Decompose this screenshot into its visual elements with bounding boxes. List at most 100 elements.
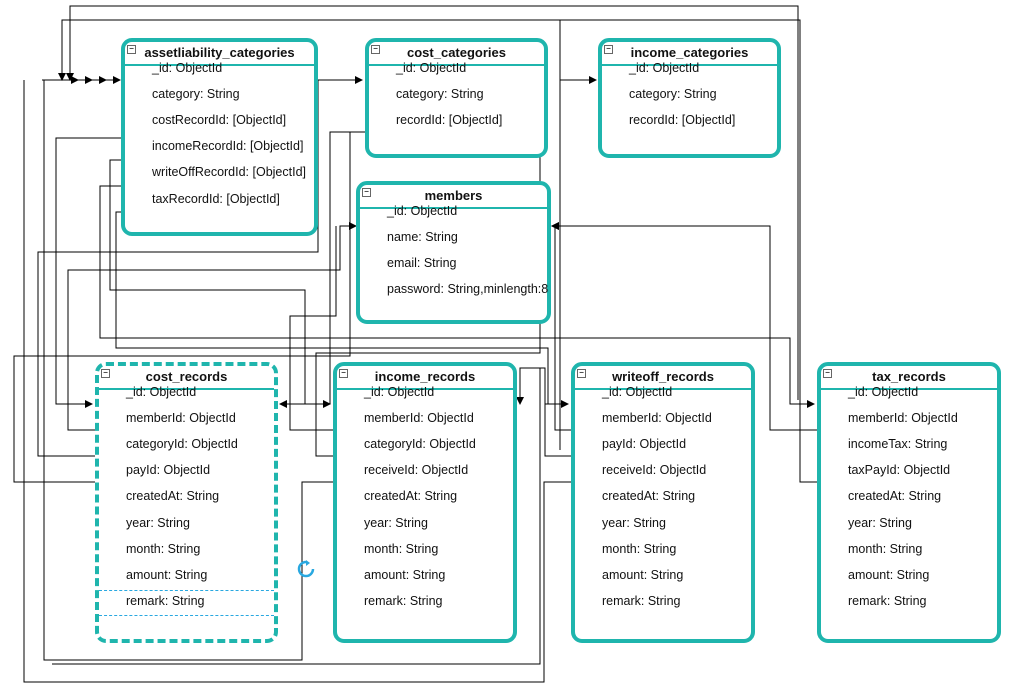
entity-field[interactable]: memberId: ObjectId	[602, 411, 712, 426]
entity-field[interactable]: receiveId: ObjectId	[364, 463, 469, 478]
entity-field[interactable]: _id: ObjectId	[364, 385, 435, 399]
minus-box-icon[interactable]: −	[127, 45, 136, 54]
connector-writeoff-receive[interactable]	[23, 80, 572, 683]
entity-cost-categories[interactable]: − cost_categories_id: ObjectId category: S…	[365, 38, 548, 158]
entity-field[interactable]: amount: String	[126, 567, 208, 582]
entity-title: tax_records	[872, 369, 946, 384]
entity-field[interactable]: taxPayId: ObjectId	[848, 463, 951, 478]
entity-income-records[interactable]: −income_records_id: ObjectId memberId: Ob…	[333, 362, 517, 643]
connector-members-cost[interactable]	[67, 222, 357, 431]
entity-field[interactable]: remark: String	[848, 593, 927, 608]
entity-field[interactable]: remark: String	[364, 593, 443, 608]
connector-income-receive[interactable]	[43, 80, 334, 661]
entity-field[interactable]: createdAt: String	[126, 489, 220, 504]
entity-field[interactable]: year: String	[364, 515, 428, 530]
entity-writeoff-records[interactable]: − writeoff_records_id: ObjectId memberId: …	[571, 362, 755, 643]
entity-field[interactable]: _id: ObjectId	[602, 385, 673, 399]
entity-field[interactable]: costRecordId: [ObjectId]	[152, 113, 287, 128]
entity-field[interactable]: incomeTax: String	[848, 437, 948, 452]
entity-field[interactable]: payId: ObjectId	[126, 463, 211, 478]
entity-field[interactable]: _id: ObjectId	[396, 61, 467, 75]
entity-title: writeoff_records	[612, 369, 714, 384]
minus-box-icon[interactable]: −	[371, 45, 380, 54]
minus-box-icon[interactable]: −	[604, 45, 613, 54]
entity-field[interactable]: name: String	[387, 230, 458, 245]
entity-field[interactable]: category: String	[629, 87, 717, 102]
minus-box-icon[interactable]: −	[362, 188, 371, 197]
entity-field[interactable]: createdAt: String	[364, 489, 458, 504]
minus-box-icon[interactable]: −	[339, 369, 348, 378]
entity-income-categories[interactable]: −income_categories_id: ObjectId category:…	[598, 38, 781, 158]
entity-cost-records[interactable]: − cost_records_id: ObjectId memberId: Obje…	[95, 362, 278, 643]
entity-field[interactable]: year: String	[848, 515, 912, 530]
entity-field[interactable]: month: String	[848, 541, 923, 556]
entity-field[interactable]: remark: String	[602, 593, 681, 608]
connector-cost-category[interactable]	[37, 80, 319, 457]
entity-field[interactable]: taxRecordId: [ObjectId]	[152, 191, 280, 206]
entity-field[interactable]: category: String	[152, 87, 240, 102]
minus-box-icon[interactable]: −	[577, 369, 586, 378]
connector-writeoff-return[interactable]	[52, 368, 541, 665]
entity-field[interactable]: amount: String	[602, 567, 684, 582]
entity-field[interactable]: month: String	[364, 541, 439, 556]
connector-members-income[interactable]	[289, 226, 337, 431]
entity-field[interactable]: categoryId: ObjectId	[364, 437, 476, 452]
entity-field[interactable]: month: String	[602, 541, 677, 556]
entity-header[interactable]: − tax_records	[821, 366, 997, 390]
connector-writeoff-pay[interactable]	[516, 367, 572, 457]
entity-header[interactable]: −members	[360, 185, 547, 209]
connector-taxrecordid[interactable]	[115, 211, 569, 408]
connector-costrecordid[interactable]	[55, 137, 122, 408]
entity-field[interactable]: memberId: ObjectId	[126, 411, 236, 426]
entity-field[interactable]: memberId: ObjectId	[848, 411, 958, 426]
entity-field[interactable]: categoryId: ObjectId	[126, 437, 238, 452]
entity-header[interactable]: − cost_records	[99, 366, 274, 390]
entity-field[interactable]: year: String	[126, 515, 190, 530]
entity-field[interactable]: receiveId: ObjectId	[602, 463, 707, 478]
entity-field[interactable]: payId: ObjectId	[602, 437, 687, 452]
entity-field[interactable]: year: String	[602, 515, 666, 530]
entity-field[interactable]: month: String	[126, 541, 201, 556]
entity-field[interactable]: _id: ObjectId	[152, 61, 223, 75]
entity-header[interactable]: −assetliability_categories	[125, 42, 314, 66]
entity-header[interactable]: − cost_categories	[369, 42, 544, 66]
entity-field[interactable]: createdAt: String	[602, 489, 696, 504]
entity-assetliability[interactable]: −assetliability_categories_id: ObjectId c…	[121, 38, 318, 236]
entity-field[interactable]: _id: ObjectId	[387, 204, 458, 218]
entity-field[interactable]: recordId: [ObjectId]	[629, 113, 736, 128]
entity-members[interactable]: −members_id: ObjectId name: String email: …	[356, 181, 551, 324]
selected-row-highlight	[99, 589, 274, 616]
connector-cost-payid[interactable]	[13, 132, 351, 483]
entity-field[interactable]: incomeRecordId: [ObjectId]	[152, 139, 304, 154]
entity-field[interactable]: createdAt: String	[848, 489, 942, 504]
entity-tax-records[interactable]: − tax_records_id: ObjectId memberId: Objec…	[817, 362, 1001, 643]
minus-box-icon[interactable]: −	[823, 369, 832, 378]
entity-title: cost_records	[145, 369, 228, 384]
connector-incomerecordid[interactable]	[109, 159, 331, 408]
entity-field[interactable]: _id: ObjectId	[126, 385, 197, 399]
connector-members-tax[interactable]	[551, 222, 818, 431]
entity-field[interactable]: email: String	[387, 256, 457, 271]
connector-writeoffrecordid[interactable]	[99, 185, 815, 408]
connector-tax-pay[interactable]	[560, 19, 818, 483]
entity-field[interactable]: recordId: [ObjectId]	[396, 113, 503, 128]
entity-field[interactable]: amount: String	[848, 567, 930, 582]
entity-title: cost_categories	[407, 45, 506, 60]
entity-field[interactable]: password: String,minlength:8	[387, 282, 549, 297]
connector-top-loop[interactable]	[66, 5, 799, 400]
entity-field[interactable]: memberId: ObjectId	[364, 411, 474, 426]
entity-header[interactable]: −income_records	[337, 366, 513, 390]
entity-field[interactable]: category: String	[396, 87, 484, 102]
entity-field[interactable]: remark: String	[126, 593, 205, 608]
entity-header[interactable]: −income_categories	[602, 42, 777, 66]
entity-field[interactable]: _id: ObjectId	[629, 61, 700, 75]
rotate-handle-icon[interactable]	[297, 560, 315, 578]
minus-box-icon[interactable]: −	[101, 369, 110, 378]
entity-field[interactable]: writeOffRecordId: [ObjectId]	[152, 165, 306, 180]
entity-field[interactable]: _id: ObjectId	[848, 385, 919, 399]
connector-members-writeoff[interactable]	[551, 222, 572, 431]
connector-income-categories-link[interactable]	[545, 76, 597, 405]
entity-header[interactable]: − writeoff_records	[575, 366, 751, 390]
entity-field[interactable]: amount: String	[364, 567, 446, 582]
